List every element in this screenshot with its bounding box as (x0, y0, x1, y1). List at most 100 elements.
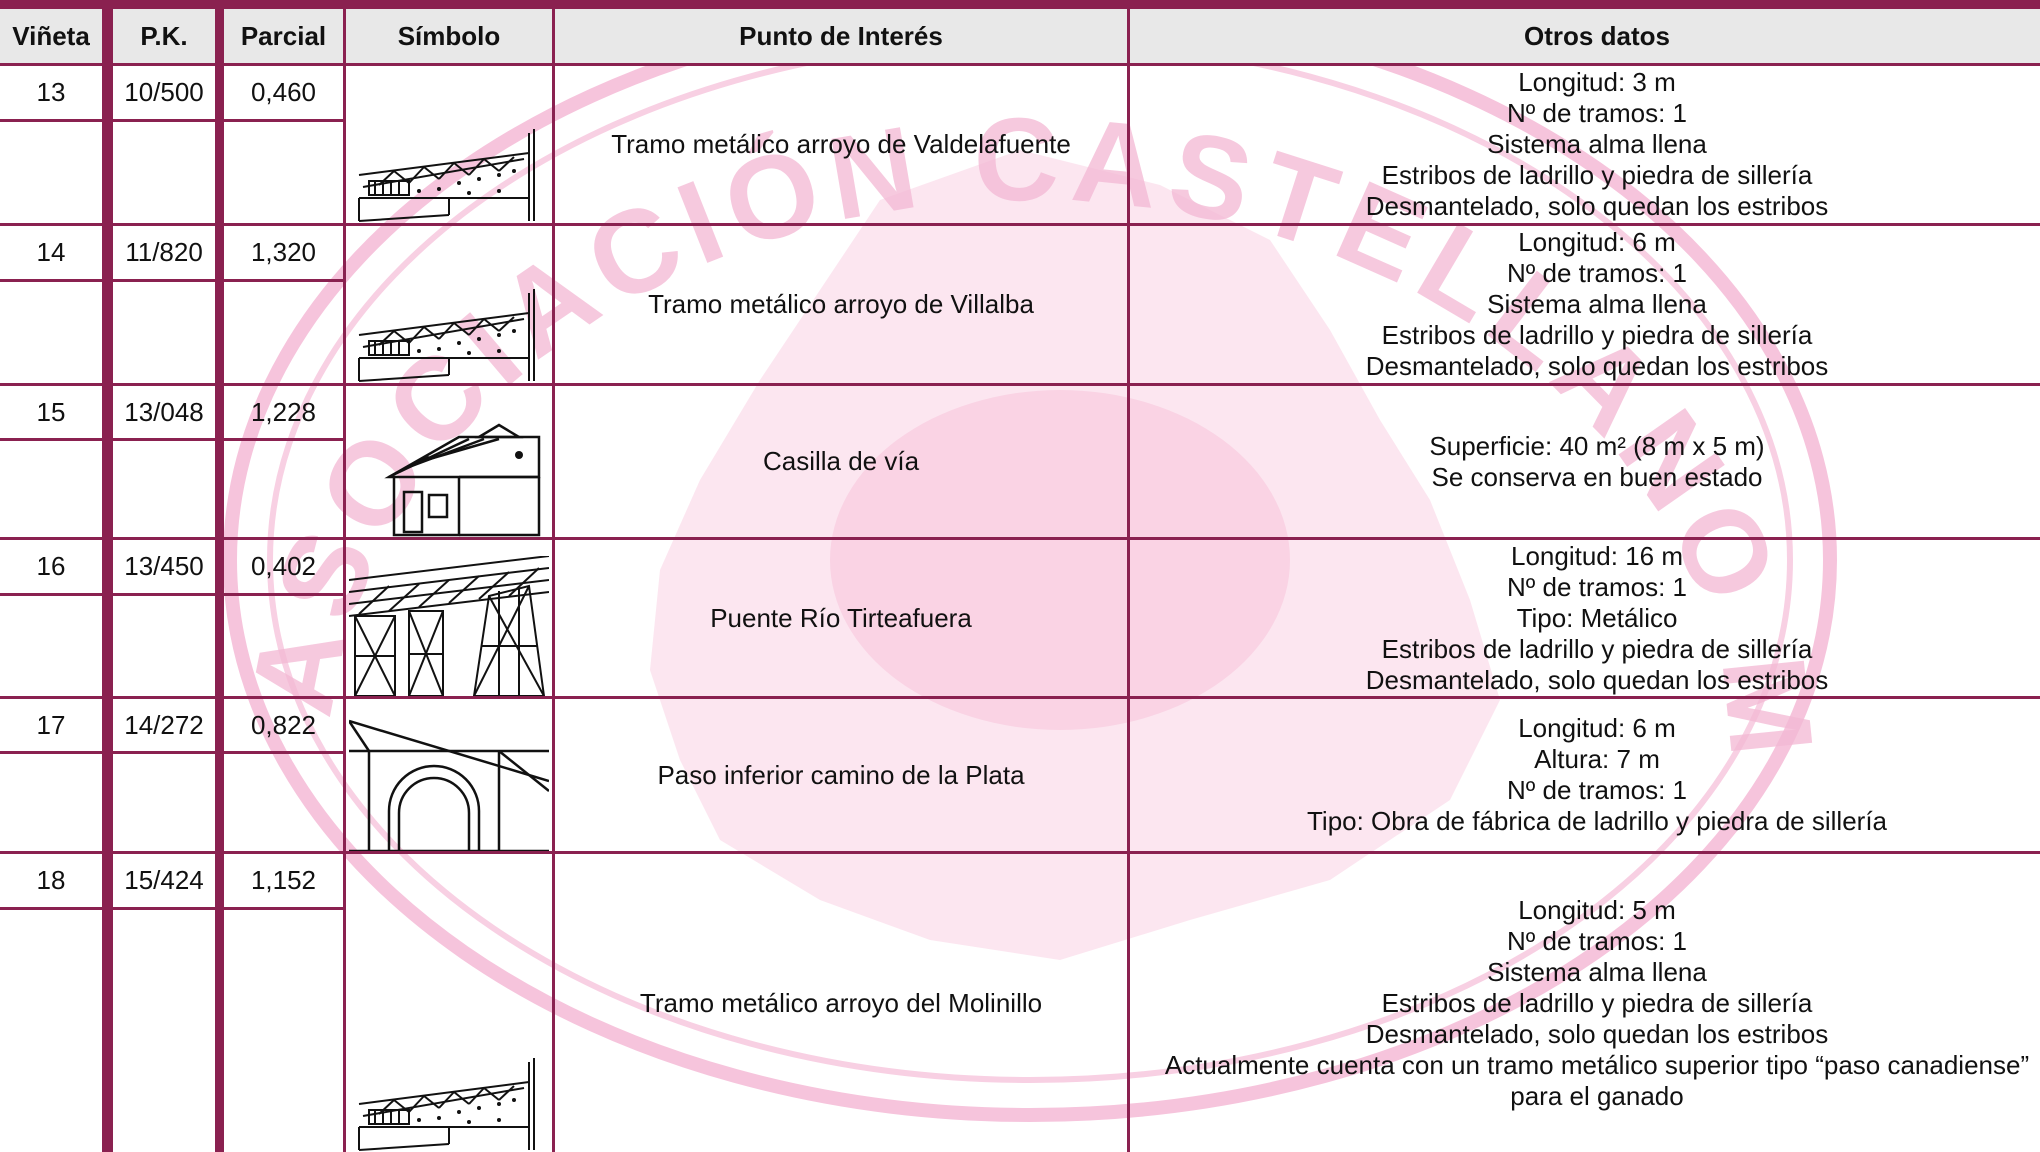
vineta-cell: 18 (36, 865, 66, 895)
otros-datos-line: Desmantelado, solo quedan los estribos (1365, 664, 1829, 695)
header-simbolo: Símbolo (346, 9, 552, 63)
row-sub-border (0, 119, 343, 122)
pk-cell: 13/450 (124, 551, 204, 581)
arch-underpass-icon (349, 719, 549, 851)
col-sep-2 (215, 9, 224, 1152)
row-sub-border (0, 907, 343, 910)
truss-bridge-icon (358, 1058, 535, 1151)
vineta-cell: 14 (36, 237, 66, 267)
punto-interes-cell: Puente Río Tirteafuera (710, 602, 972, 633)
header-vineta: Viñeta (0, 9, 102, 63)
col-sep-3 (343, 9, 346, 1152)
otros-datos-line: Nº de tramos: 1 (1506, 571, 1687, 602)
row-empty-area (0, 122, 343, 223)
symbol-cell (346, 699, 552, 851)
truss-bridge-icon (358, 289, 535, 382)
otros-datos-line: Nº de tramos: 1 (1506, 925, 1687, 956)
row-empty-area (0, 910, 343, 1152)
header-bottom-border (0, 63, 2040, 66)
punto-interes-cell: Tramo metálico arroyo de Villalba (648, 289, 1034, 319)
row-empty-area (0, 282, 343, 383)
header-parcial: Parcial (224, 9, 343, 63)
otros-datos-line: Sistema alma llena (1487, 129, 1707, 159)
otros-datos-line: Estribos de ladrillo y piedra de sillerí… (1381, 320, 1813, 350)
otros-datos-line: Actualmente cuenta con un tramo metálico… (1164, 1049, 2030, 1080)
otros-datos-line: Longitud: 5 m (1518, 894, 1676, 925)
col-sep-5 (1127, 9, 1130, 1152)
symbol-cell (346, 226, 552, 383)
col-sep-4 (552, 9, 555, 1152)
otros-datos-line: Estribos de ladrillo y piedra de sillerí… (1381, 987, 1813, 1018)
punto-interes-cell: Paso inferior camino de la Plata (657, 759, 1025, 790)
otros-datos-line: Desmantelado, solo quedan los estribos (1365, 351, 1829, 381)
row-bottom-border (0, 537, 2040, 540)
viaduct-icon (349, 556, 549, 696)
otros-datos-line: Longitud: 3 m (1518, 67, 1676, 97)
otros-datos-line: Longitud: 16 m (1510, 540, 1683, 571)
otros-datos-line: Se conserva en buen estado (1431, 461, 1763, 492)
punto-interes-cell: Tramo metálico arroyo del Molinillo (639, 987, 1043, 1018)
parcial-cell: 1,320 (250, 237, 317, 267)
table-top-border (0, 0, 2040, 9)
vineta-cell: 16 (36, 551, 66, 581)
otros-datos-line: Nº de tramos: 1 (1506, 98, 1687, 128)
otros-datos-line: Longitud: 6 m (1518, 713, 1676, 743)
otros-datos-line: Tipo: Metálico (1516, 602, 1678, 633)
vineta-cell: 17 (36, 709, 66, 740)
otros-datos-line: Estribos de ladrillo y piedra de sillerí… (1381, 633, 1813, 664)
parcial-cell: 0,822 (250, 709, 317, 740)
row-bottom-border (0, 696, 2040, 699)
pk-cell: 14/272 (124, 709, 204, 740)
punto-interes-cell: Tramo metálico arroyo de Valdelafuente (611, 129, 1071, 159)
symbol-cell (346, 540, 552, 696)
punto-interes-cell: Casilla de vía (762, 446, 920, 476)
parcial-cell: 0,402 (250, 551, 317, 581)
vineta-cell: 13 (36, 77, 66, 107)
parcial-cell: 0,460 (250, 77, 317, 107)
otros-datos-line: Longitud: 6 m (1518, 227, 1676, 257)
otros-datos-line: Sistema alma llena (1487, 956, 1707, 987)
otros-datos-line: Nº de tramos: 1 (1506, 775, 1687, 805)
row-sub-border (0, 438, 343, 441)
otros-datos-line: Nº de tramos: 1 (1506, 258, 1687, 288)
truss-bridge-icon (358, 129, 535, 222)
otros-datos-line: Estribos de ladrillo y piedra de sillerí… (1381, 160, 1813, 190)
row-sub-border (0, 593, 343, 596)
pk-cell: 13/048 (124, 396, 204, 427)
house-icon (384, 423, 541, 537)
otros-datos-line: Altura: 7 m (1534, 744, 1660, 774)
row-empty-area (0, 441, 343, 537)
row-sub-border (0, 279, 343, 282)
pk-cell: 10/500 (124, 77, 204, 107)
otros-datos-cell: Superficie: 40 m² (8 m x 5 m)Se conserva… (1130, 386, 2040, 537)
header-punto-interes: Punto de Interés (555, 9, 1127, 63)
header-pk: P.K. (113, 9, 215, 63)
row-sub-border (0, 751, 343, 754)
symbol-cell (346, 386, 552, 537)
symbol-cell (346, 854, 552, 1152)
row-empty-area (0, 596, 343, 696)
parcial-cell: 1,152 (250, 865, 317, 895)
otros-datos-line: Desmantelado, solo quedan los estribos (1365, 1018, 1829, 1049)
pk-cell: 11/820 (125, 237, 203, 267)
otros-datos-line: para el ganado (1510, 1080, 1684, 1111)
parcial-cell: 1,228 (250, 396, 317, 427)
otros-datos-line: Tipo: Obra de fábrica de ladrillo y pied… (1307, 806, 1887, 836)
row-empty-area (0, 754, 343, 851)
vineta-cell: 15 (36, 396, 66, 427)
symbol-cell (346, 66, 552, 223)
otros-datos-line: Desmantelado, solo quedan los estribos (1365, 191, 1829, 221)
col-sep-1 (102, 9, 113, 1152)
otros-datos-line: Sistema alma llena (1487, 289, 1707, 319)
row-bottom-border (0, 223, 2040, 226)
row-bottom-border (0, 851, 2040, 854)
row-bottom-border (0, 383, 2040, 386)
header-otros-datos: Otros datos (1130, 9, 2040, 63)
otros-datos-line: Superficie: 40 m² (8 m x 5 m) (1429, 430, 1765, 461)
